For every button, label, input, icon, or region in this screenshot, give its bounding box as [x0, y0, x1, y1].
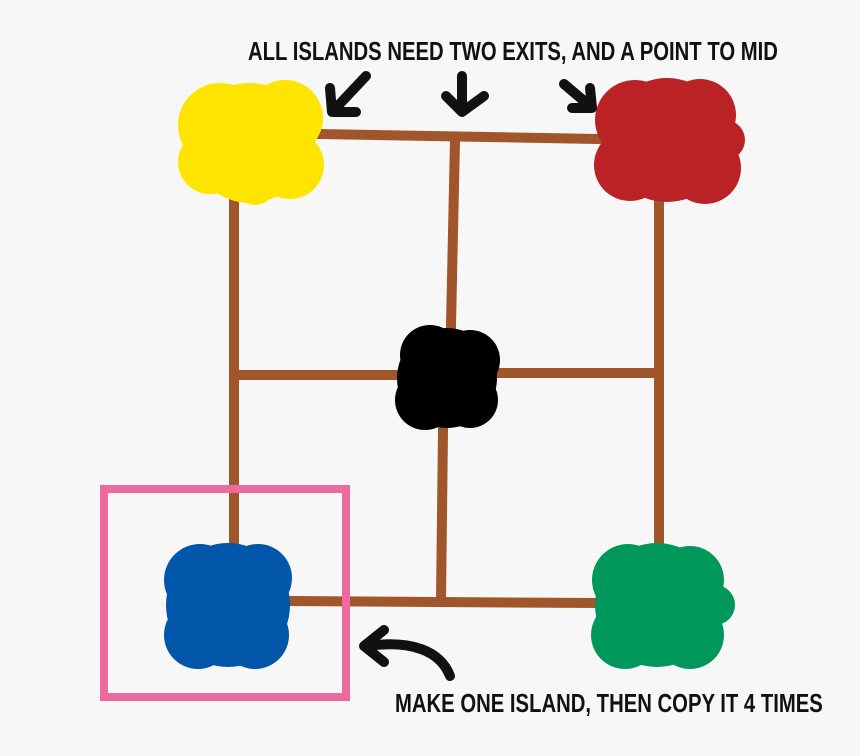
paths — [229, 128, 664, 609]
path-bottom-horizontal — [285, 595, 598, 609]
highlight-box — [100, 485, 350, 701]
island-yellow — [178, 80, 324, 205]
island-center — [395, 325, 500, 430]
top-annotation: ALL ISLANDS NEED TWO EXITS, AND A POINT … — [248, 36, 778, 66]
bottom-annotation: MAKE ONE ISLAND, THEN COPY IT 4 TIMES — [395, 688, 823, 718]
island-green — [591, 543, 735, 669]
curved-arrow-left-icon — [359, 625, 455, 681]
island-red — [594, 78, 745, 204]
arrow-down-icon — [441, 71, 489, 117]
arrow-down-right-icon — [559, 79, 597, 113]
island-blue — [164, 543, 292, 669]
path-center-to-bottom — [435, 424, 449, 606]
arrow-down-right-icon — [325, 71, 371, 117]
path-top-to-center — [445, 134, 461, 331]
